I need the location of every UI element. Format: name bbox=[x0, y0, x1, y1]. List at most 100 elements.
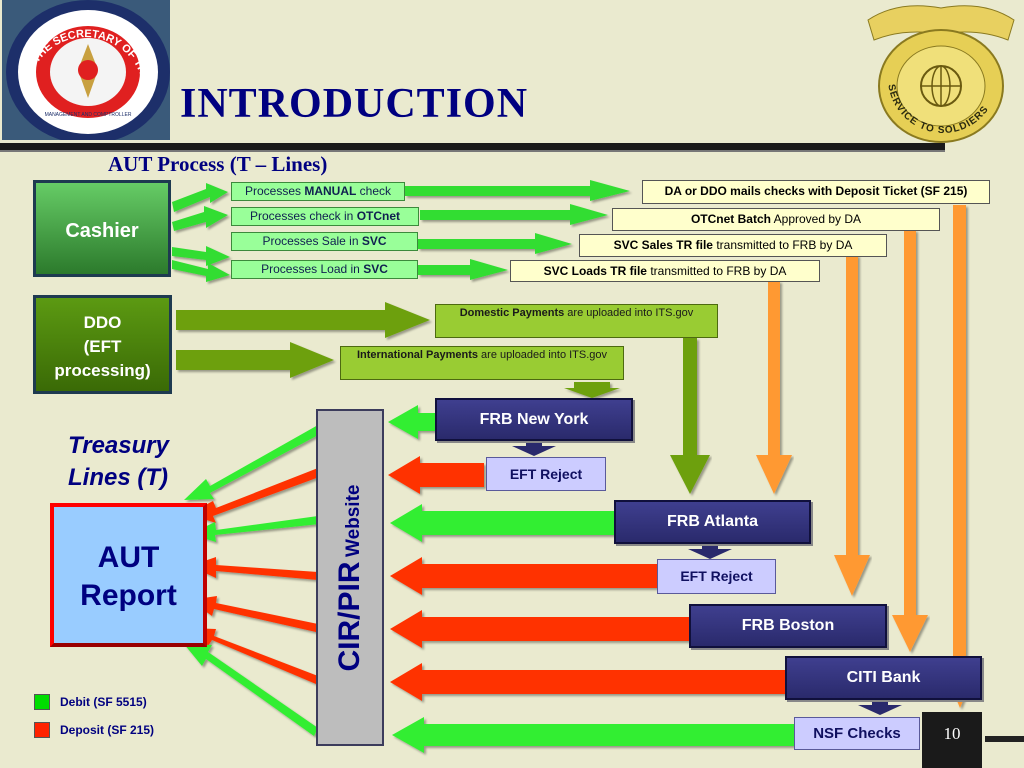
outcome-4-bold: SVC Loads TR file bbox=[543, 264, 647, 278]
aut-fan-arrow-4 bbox=[190, 557, 318, 580]
cashier-arrow-1 bbox=[172, 183, 228, 212]
step-2-text: Processes check in bbox=[249, 209, 357, 223]
step-2-bold: OTCnet bbox=[356, 209, 401, 223]
footer-divider bbox=[985, 736, 1024, 742]
international-payments-box: International Payments are uploaded into… bbox=[340, 346, 624, 380]
step-4-text: Processes Load in bbox=[261, 262, 364, 276]
nsf-to-cir-arrow bbox=[392, 717, 794, 753]
orange-arrow-manual bbox=[942, 205, 978, 708]
citi-bank-box: CITI Bank bbox=[785, 656, 982, 700]
frb-new-york-box: FRB New York bbox=[435, 398, 633, 441]
ddo-label-line2: (EFT bbox=[83, 337, 122, 356]
domestic-payments-text: are uploaded into ITS.gov bbox=[564, 307, 694, 319]
legend-deposit-swatch bbox=[34, 722, 50, 738]
seal-subtext: MANAGEMENT AND COMPTROLLER bbox=[45, 112, 132, 118]
aut-fan-arrow-6 bbox=[188, 628, 318, 684]
step-svc-sale: Processes Sale in SVC bbox=[231, 232, 418, 251]
step-3-text: Processes Sale in bbox=[262, 234, 362, 248]
step-3-bold: SVC bbox=[361, 234, 387, 248]
domestic-down-arrow bbox=[670, 338, 710, 494]
ddo-label: DDO bbox=[83, 313, 122, 332]
step-arrow-1 bbox=[405, 180, 630, 201]
aut-fan-arrow-1 bbox=[184, 425, 322, 500]
step-1-text-end: check bbox=[356, 184, 392, 198]
aut-report-line-2: Report bbox=[80, 579, 177, 612]
step-manual-check: Processes MANUAL check bbox=[231, 182, 405, 201]
step-1-bold: MANUAL bbox=[304, 184, 357, 198]
cir-pir-label: CIR/PIR Website bbox=[333, 484, 367, 671]
frb-boston-box: FRB Boston bbox=[689, 604, 887, 648]
orange-arrow-otcnet bbox=[892, 230, 928, 652]
eft-reject-box-2: EFT Reject bbox=[657, 559, 776, 594]
ny-to-reject-arrow bbox=[512, 441, 556, 456]
aut-report-box: AUT Report bbox=[50, 503, 207, 647]
cashier-arrow-2 bbox=[172, 206, 228, 231]
cashier-arrow-4 bbox=[172, 260, 230, 282]
step-1-text: Processes bbox=[244, 184, 305, 198]
international-payments-text: are uploaded into ITS.gov bbox=[478, 349, 608, 361]
step-4-bold: SVC bbox=[363, 262, 388, 276]
ddo-arrow-international bbox=[176, 342, 334, 378]
cir-pir-sub: Website bbox=[343, 484, 364, 557]
outcome-3-bold: SVC Sales TR file bbox=[613, 238, 713, 252]
page-number-panel: 10 bbox=[922, 712, 982, 768]
step-otcnet-check: Processes check in OTCnet bbox=[231, 207, 419, 226]
step-arrow-3 bbox=[418, 233, 572, 254]
intl-down-arrow bbox=[564, 382, 620, 398]
treasury-line-1: Treasury bbox=[68, 432, 169, 459]
frb-boston-to-cir-arrow bbox=[390, 610, 692, 648]
cashier-arrow-3 bbox=[172, 246, 230, 266]
outcome-svc-sales: SVC Sales TR file transmitted to FRB by … bbox=[579, 234, 887, 257]
ddo-arrow-domestic bbox=[176, 302, 430, 338]
cir-pir-website-box: CIR/PIR Website bbox=[316, 409, 384, 746]
cir-pir-main: CIR/PIR bbox=[333, 560, 366, 671]
slide-subtitle: AUT Process (T – Lines) bbox=[108, 152, 328, 176]
international-payments-bold: International Payments bbox=[356, 349, 478, 361]
atlanta-to-reject-arrow bbox=[688, 544, 732, 559]
nsf-checks-box: NSF Checks bbox=[794, 717, 920, 750]
ddo-box: DDO (EFT processing) bbox=[33, 295, 172, 394]
aut-report-line-1: AUT bbox=[97, 541, 160, 574]
cashier-label: Cashier bbox=[65, 220, 139, 242]
slide-title: INTRODUCTION bbox=[180, 81, 529, 127]
cashier-box: Cashier bbox=[33, 180, 171, 277]
legend-debit-swatch bbox=[34, 694, 50, 710]
outcome-2-bold: OTCnet Batch bbox=[690, 212, 771, 226]
outcome-manual-mail: DA or DDO mails checks with Deposit Tick… bbox=[642, 180, 990, 204]
aut-fan-arrow-7 bbox=[184, 644, 318, 736]
domestic-payments-bold: Domestic Payments bbox=[459, 307, 565, 319]
eft-reject-1-to-cir-arrow bbox=[388, 456, 484, 494]
title-divider bbox=[0, 143, 945, 152]
aut-fan-arrow-5 bbox=[190, 596, 318, 632]
treasury-lines-label: Treasury Lines (T) bbox=[68, 430, 169, 494]
frb-ny-to-cir-arrow bbox=[388, 405, 436, 439]
outcome-4-text: transmitted to FRB by DA bbox=[646, 264, 787, 278]
domestic-payments-box: Domestic Payments are uploaded into ITS.… bbox=[435, 304, 718, 338]
outcome-1-bold: DA or DDO mails checks with Deposit Tick… bbox=[664, 184, 968, 198]
outcome-svc-loads: SVC Loads TR file transmitted to FRB by … bbox=[510, 260, 820, 282]
eft-reject-box-1: EFT Reject bbox=[486, 457, 606, 491]
outcome-otcnet-batch: OTCnet Batch Approved by DA bbox=[612, 208, 940, 231]
outcome-3-text: transmitted to FRB by DA bbox=[712, 238, 853, 252]
citi-to-nsf-arrow bbox=[858, 700, 902, 715]
step-svc-load: Processes Load in SVC bbox=[231, 260, 418, 279]
eft-reject-2-to-cir-arrow bbox=[390, 557, 658, 595]
orange-arrow-svc-loads bbox=[756, 281, 792, 494]
service-to-soldiers-insignia-icon: SERVICE TO SOLDIERS bbox=[867, 5, 1015, 143]
frb-atlanta-box: FRB Atlanta bbox=[614, 500, 811, 544]
treasury-line-2: Lines (T) bbox=[68, 464, 168, 491]
step-arrow-2 bbox=[420, 204, 608, 225]
aut-fan-arrow-2 bbox=[188, 468, 322, 523]
frb-atlanta-to-cir-arrow bbox=[390, 504, 614, 542]
outcome-2-text: Approved by DA bbox=[770, 212, 862, 226]
legend-deposit-label: Deposit (SF 215) bbox=[60, 723, 155, 737]
legend-debit-label: Debit (SF 5515) bbox=[60, 695, 147, 709]
step-arrow-4 bbox=[418, 259, 508, 280]
page-number: 10 bbox=[943, 724, 961, 743]
army-secretary-seal-icon: OF THE SECRETARY OF THE ARMY MANAGEMENT … bbox=[2, 0, 170, 140]
orange-arrow-svc-sales bbox=[834, 255, 870, 596]
aut-fan-arrow-3 bbox=[190, 516, 320, 542]
citi-to-cir-arrow bbox=[390, 663, 786, 701]
